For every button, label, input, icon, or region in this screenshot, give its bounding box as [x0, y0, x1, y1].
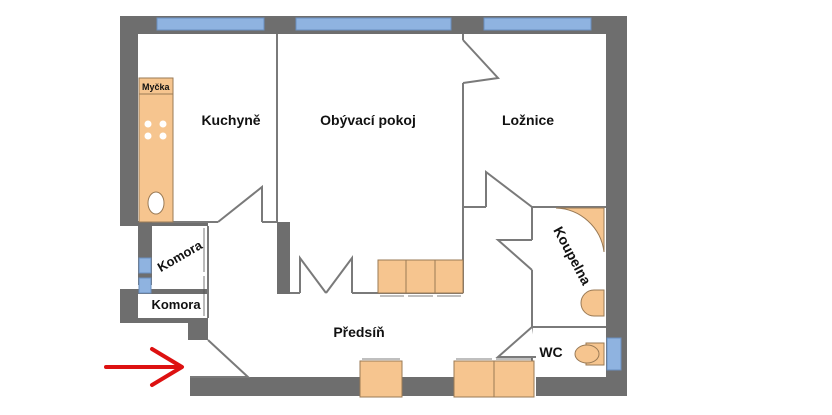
room-label-bedroom: Ložnice [502, 112, 554, 128]
door-bathroom [495, 239, 533, 271]
door-living-right [325, 254, 353, 294]
wall-pantry-top [120, 221, 208, 226]
dimension-marks [203, 228, 532, 360]
window-pantry-2 [138, 277, 152, 294]
cabinet [377, 259, 407, 294]
wardrobe [493, 360, 535, 398]
wall-entry-jamb [188, 318, 208, 340]
cabinet [434, 259, 464, 294]
room-label-pantry-upper: Komora [155, 237, 206, 275]
door-bedroom-top [462, 39, 501, 84]
window-living [295, 17, 452, 31]
washbasin [580, 289, 605, 317]
kitchen-counter [138, 77, 174, 223]
dishwasher-label: Myčka [142, 82, 171, 92]
hob-burners [144, 120, 167, 140]
room-label-hall: Předsíň [333, 324, 384, 340]
door-living-left [299, 254, 327, 294]
window-bedroom [483, 17, 592, 31]
door-kitchen [217, 184, 263, 223]
window-kitchen [156, 17, 265, 31]
wall-bottom-left [190, 377, 360, 396]
wc-bowl [574, 344, 600, 364]
door-wc [495, 326, 536, 358]
wardrobe [359, 360, 403, 398]
bathtub [555, 207, 605, 253]
wall-left-lower [120, 289, 138, 321]
wall-pantry-bottom [120, 318, 208, 323]
burner [159, 132, 167, 140]
doors [190, 39, 536, 378]
hall-wardrobes [359, 360, 535, 398]
arrow-right-icon [104, 347, 184, 387]
wardrobe [453, 360, 495, 398]
door-bedroom [485, 169, 533, 208]
burner [144, 132, 152, 140]
burner [159, 120, 167, 128]
wall-living-jamb [277, 222, 290, 294]
wall-bottom-right [536, 377, 627, 396]
room-label-living: Obývací pokoj [320, 112, 416, 128]
door-entry [190, 339, 251, 378]
burner [144, 120, 152, 128]
sink [147, 191, 165, 215]
window-pantry-1 [138, 257, 152, 274]
wall-bottom-mid [402, 377, 454, 396]
room-label-pantry-lower: Komora [151, 297, 201, 312]
wall-pantry-left [138, 225, 152, 285]
bathroom-fixtures [555, 207, 605, 366]
room-label-wc: WC [539, 344, 562, 360]
windows [138, 17, 622, 371]
window-wc [606, 337, 622, 371]
room-label-kitchen: Kuchyně [201, 112, 260, 128]
wall-left-upper [120, 16, 138, 225]
cabinet [405, 259, 436, 294]
room-label-bathroom: Koupelna [550, 224, 594, 288]
living-cabinets [377, 259, 464, 294]
wall-right [606, 16, 627, 396]
wall-stub-left [120, 289, 208, 294]
